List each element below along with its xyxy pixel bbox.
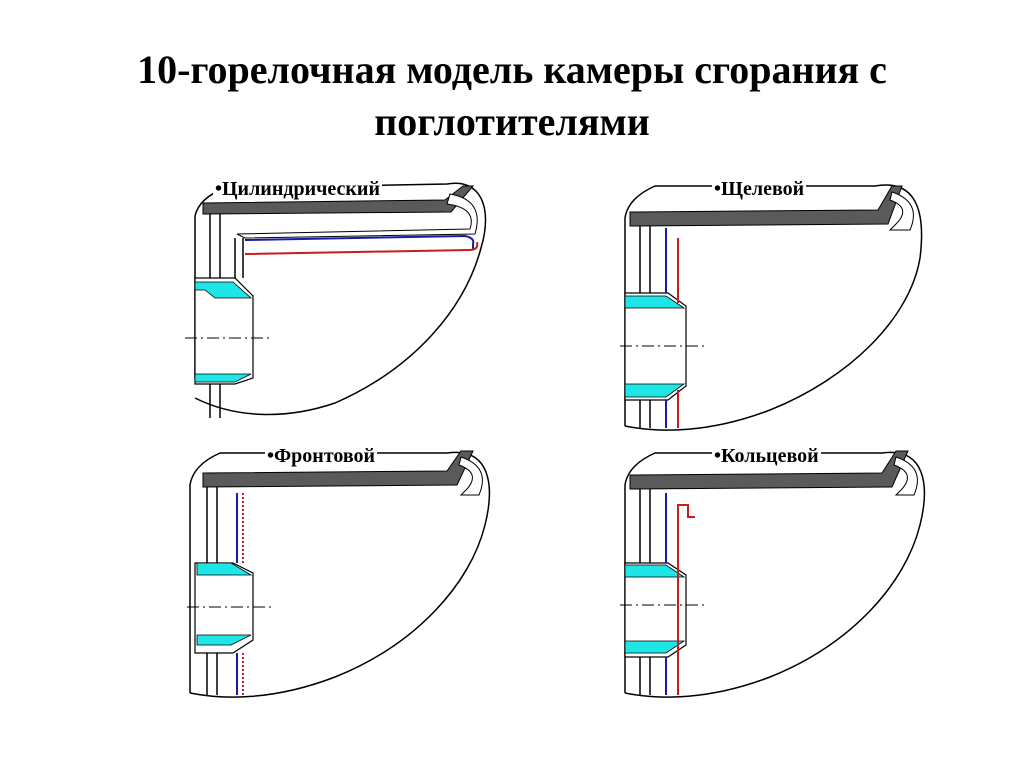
liner-wall [202, 450, 483, 496]
combustor-outline [189, 451, 491, 698]
panel-slot: •Щелевой [620, 178, 960, 438]
panel-front: •Фронтовой [185, 445, 525, 705]
panel-label: •Кольцевой [712, 445, 821, 467]
absorber-elements [665, 228, 679, 428]
absorber-elements [665, 493, 695, 695]
combustor-diagram-cylindrical [185, 182, 487, 418]
burner-swirler [620, 562, 705, 658]
burner-swirler [620, 292, 705, 401]
liner-wall [629, 450, 918, 496]
title-line-1: 10-горелочная модель камеры сгорания с [137, 47, 887, 92]
panel-label: •Щелевой [712, 178, 807, 200]
burner-swirler [187, 562, 273, 654]
absorber-elements [244, 234, 479, 255]
panel-label: •Цилиндрический [213, 178, 382, 200]
absorber-elements [236, 493, 244, 695]
combustor-outline [624, 451, 926, 698]
burner-swirler [185, 277, 270, 385]
panel-label: •Фронтовой [265, 445, 378, 467]
combustor-diagram-slot [620, 184, 923, 431]
liner-wall [629, 185, 914, 231]
liner-wall [202, 185, 478, 239]
combustor-diagram-annular [620, 450, 926, 698]
combustor-diagram-front [187, 450, 491, 698]
combustor-outline [624, 184, 923, 431]
panel-cylindrical: •Цилиндрический [185, 178, 525, 438]
panel-annular: •Кольцевой [620, 445, 960, 705]
slide-title: 10-горелочная модель камеры сгорания с п… [0, 44, 1024, 148]
title-line-2: поглотителями [374, 99, 650, 144]
